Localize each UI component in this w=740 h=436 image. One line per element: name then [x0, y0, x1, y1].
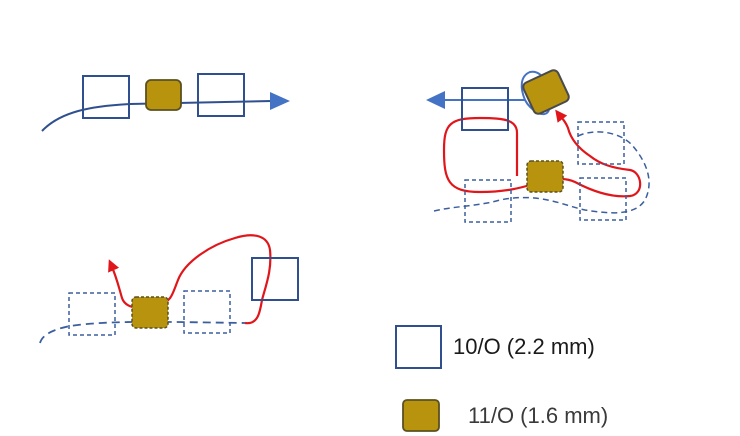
- filled-square: [145, 79, 182, 111]
- red-loop: [442, 109, 642, 198]
- dashed-filled-square: [526, 160, 564, 193]
- dashed-square: [579, 177, 627, 221]
- arrowhead-left: [426, 91, 445, 109]
- legend-filled-square-icon: [402, 399, 440, 432]
- panel-initial-state: [41, 73, 290, 132]
- outline-square: [82, 75, 130, 119]
- panel-retraction-state: [39, 234, 299, 344]
- dashed-square: [464, 179, 512, 223]
- outline-square: [461, 87, 509, 131]
- outline-square: [197, 73, 245, 117]
- panel-loop-state: [426, 69, 650, 223]
- legend: [395, 325, 442, 432]
- outline-square: [251, 257, 299, 301]
- dashed-square: [68, 292, 116, 336]
- dashed-square: [577, 121, 625, 165]
- dashed-filled-square: [131, 296, 169, 329]
- dashed-square: [183, 290, 231, 334]
- legend-label-10-o: 10/O (2.2 mm): [453, 334, 595, 359]
- legend-outline-square-icon: [395, 325, 442, 369]
- arrowhead-right: [270, 92, 290, 110]
- dashed-track: [39, 320, 246, 344]
- legend-label-11-o: 11/O (1.6 mm): [468, 403, 609, 428]
- filled-square: [522, 69, 570, 115]
- red-trajectory: [108, 234, 272, 325]
- dashed-track: [433, 131, 650, 214]
